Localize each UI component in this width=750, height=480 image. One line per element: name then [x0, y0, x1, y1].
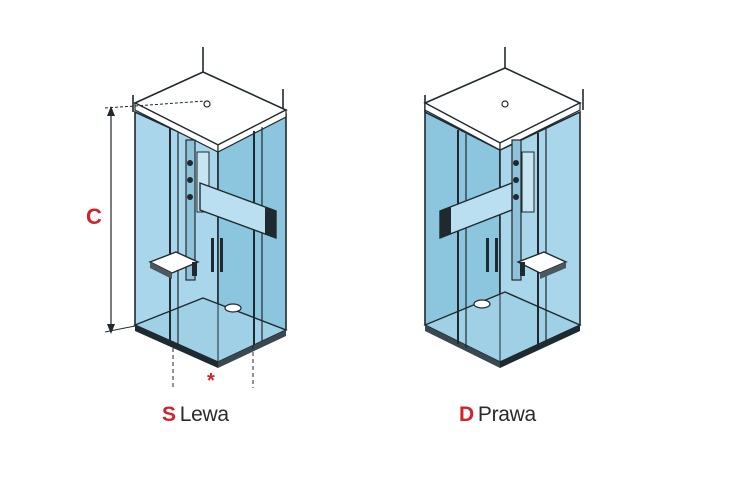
left-jet-2: [187, 177, 193, 183]
right-control-panel: [521, 151, 535, 213]
left-shower-column: [185, 139, 196, 281]
left-dim-arrow-top: [107, 106, 115, 116]
right-jet-3: [513, 194, 519, 200]
variant-name-right: Prawa: [477, 403, 536, 426]
dimension-label: C: [86, 204, 102, 229]
left-roof-edge-side: [217, 109, 287, 153]
right-tray-front: [425, 325, 500, 368]
right-jet-1: [513, 160, 519, 166]
left-drain: [224, 303, 242, 313]
left-jet-3: [187, 194, 193, 200]
left-dim-ext-top: [104, 105, 136, 109]
right-handle-2: [495, 238, 498, 272]
right-jet-2: [513, 177, 519, 183]
left-dim-ext-top-2: [134, 100, 206, 107]
variant-code-left: S: [162, 403, 176, 426]
cabin-right: [423, 47, 584, 368]
right-seat-front: [540, 262, 566, 279]
left-rain-shower-icon: [203, 100, 211, 108]
right-rain-shower-icon: [501, 100, 509, 108]
left-horizontal-bar-end: [265, 207, 276, 238]
variant-name-left: Lewa: [179, 403, 229, 426]
right-tray-side: [500, 325, 580, 368]
right-handle-1: [486, 238, 489, 272]
left-seat-bracket: [192, 262, 197, 276]
left-tray-side: [218, 330, 286, 368]
left-dim-arrow-bottom: [107, 324, 115, 334]
cabin-left: [104, 47, 288, 388]
door-width-asterisk: *: [207, 370, 215, 392]
left-seat-front: [150, 262, 172, 279]
left-tray-front: [135, 325, 218, 368]
right-drain: [473, 299, 491, 309]
left-handle-1: [211, 238, 214, 272]
left-jet-1: [187, 160, 193, 166]
right-roof-edge-side: [499, 102, 581, 151]
right-horizontal-bar-end: [440, 207, 451, 238]
variant-code-right: D: [459, 403, 474, 426]
left-handle-2: [220, 238, 223, 272]
right-seat-bracket: [520, 262, 525, 276]
left-dim-ext-bottom: [104, 325, 136, 333]
